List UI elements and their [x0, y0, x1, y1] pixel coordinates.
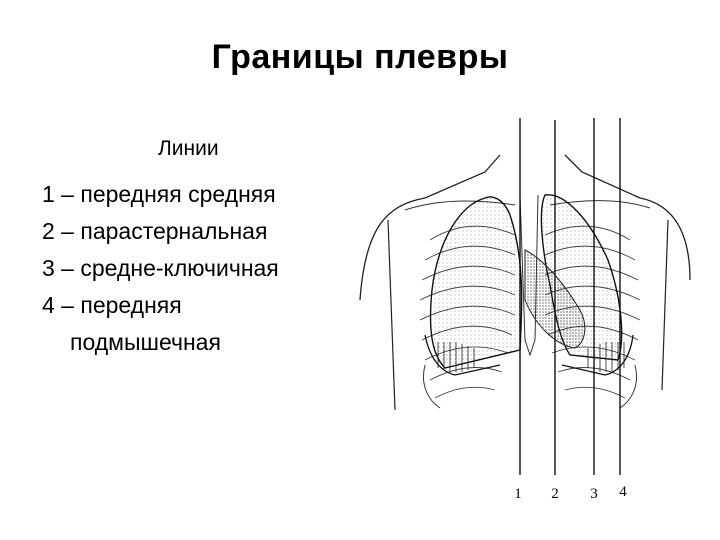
line-2-number: 2 — [551, 486, 559, 502]
lower-torso-right — [620, 365, 637, 408]
line-3-number: 3 — [590, 486, 598, 502]
legend-item-3: 3 – средне-ключичная — [42, 250, 279, 287]
lines-legend: 1 – передняя средняя 2 – парастернальная… — [42, 176, 279, 361]
lines-subtitle: Линии — [158, 137, 219, 161]
pleura-boundaries-figure: 1 2 3 4 — [350, 110, 700, 510]
left-arm-outline — [388, 220, 395, 410]
legend-item-4: 4 – передняя — [42, 287, 279, 324]
legend-item-1: 1 – передняя средняя — [42, 176, 279, 213]
legend-item-4-continuation: подмышечная — [42, 324, 279, 361]
line-4-number: 4 — [619, 484, 627, 500]
right-arm-outline — [662, 220, 668, 390]
line-1-number: 1 — [514, 486, 522, 502]
legend-item-2: 2 – парастернальная — [42, 213, 279, 250]
slide-title: Границы плевры — [0, 38, 720, 77]
lower-torso-left — [423, 365, 440, 408]
